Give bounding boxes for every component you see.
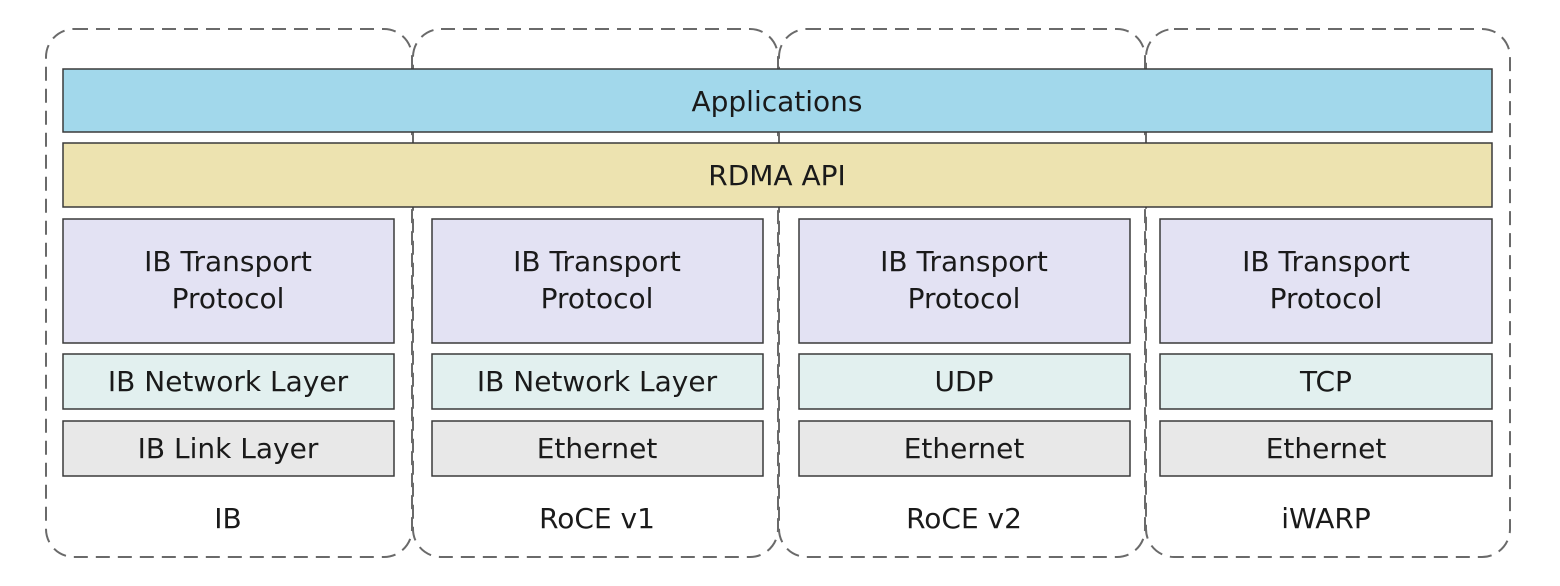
ib-transport-box: [62, 218, 395, 344]
roce-v2-stack-name: RoCE v2: [906, 502, 1022, 535]
applications-label: Applications: [691, 85, 862, 118]
stack-iwarp: IB Transport Protocol TCP Ethernet iWARP: [1159, 218, 1493, 535]
layer-rdma-api: RDMA API: [62, 142, 1493, 208]
ib-stack-name: IB: [214, 502, 241, 535]
roce-v2-transport-box: [798, 218, 1131, 344]
ib-network-box: [62, 353, 395, 410]
iwarp-link-box: [1159, 420, 1493, 477]
roce-v1-transport-label-line2: Protocol: [541, 282, 654, 315]
stack-roce-v1: IB Transport Protocol IB Network Layer E…: [431, 218, 764, 535]
roce-v2-transport-label-line1: IB Transport: [880, 245, 1048, 278]
stack-roce-v2: IB Transport Protocol UDP Ethernet RoCE …: [798, 218, 1131, 535]
roce-v1-stack-name: RoCE v1: [539, 502, 655, 535]
roce-v2-network-box: [798, 353, 1131, 410]
roce-v1-link-box: [431, 420, 764, 477]
ib-transport-label-line1: IB Transport: [144, 245, 312, 278]
group-outline-roce-v2: [778, 28, 1146, 558]
iwarp-network-box: [1159, 353, 1493, 410]
iwarp-link-label: Ethernet: [1266, 432, 1387, 465]
iwarp-transport-label-line1: IB Transport: [1242, 245, 1410, 278]
iwarp-transport-box: [1159, 218, 1493, 344]
ib-transport-label-line2: Protocol: [172, 282, 285, 315]
ib-link-label: IB Link Layer: [138, 432, 319, 465]
roce-v2-link-label: Ethernet: [904, 432, 1025, 465]
iwarp-network-label: TCP: [1299, 365, 1352, 398]
group-outline-ib: [45, 28, 413, 558]
group-outline-iwarp: [1145, 28, 1511, 558]
roce-v2-network-label: UDP: [935, 365, 994, 398]
group-outline-roce-v1: [412, 28, 779, 558]
roce-v1-transport-label-line1: IB Transport: [513, 245, 681, 278]
rdma-api-label: RDMA API: [708, 159, 846, 192]
roce-v1-network-box: [431, 353, 764, 410]
group-outlines: [45, 28, 1511, 558]
layer-applications: Applications: [62, 68, 1493, 133]
stack-ib: IB Transport Protocol IB Network Layer I…: [62, 218, 395, 535]
applications-box: [62, 68, 1493, 133]
roce-v1-transport-box: [431, 218, 764, 344]
ib-link-box: [62, 420, 395, 477]
iwarp-stack-name: iWARP: [1281, 502, 1370, 535]
roce-v2-transport-label-line2: Protocol: [908, 282, 1021, 315]
iwarp-transport-label-line2: Protocol: [1270, 282, 1383, 315]
rdma-api-box: [62, 142, 1493, 208]
roce-v2-link-box: [798, 420, 1131, 477]
roce-v1-link-label: Ethernet: [537, 432, 658, 465]
ib-network-label: IB Network Layer: [108, 365, 349, 398]
roce-v1-network-label: IB Network Layer: [477, 365, 718, 398]
